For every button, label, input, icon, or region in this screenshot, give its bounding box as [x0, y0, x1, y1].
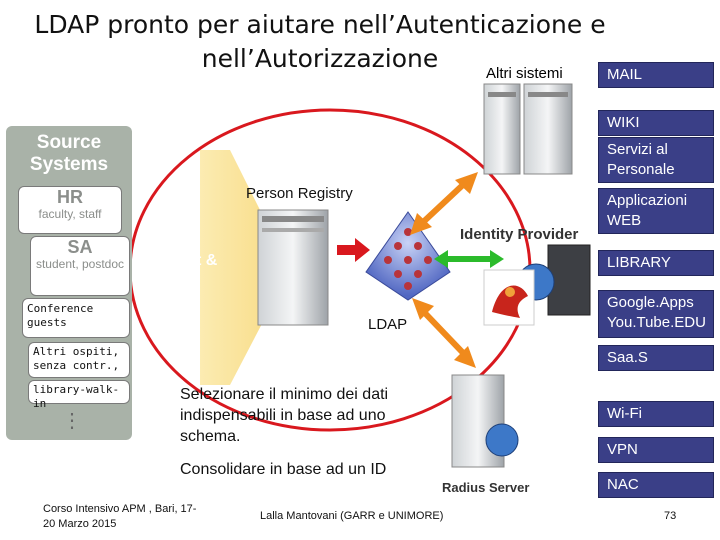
hr-heading: HR [57, 187, 83, 207]
altri-ospiti-box: Altri ospiti, senza contr., [28, 342, 130, 378]
instruction-text-2: Consolidare in base ad un ID [180, 461, 387, 478]
sa-subtitle: student, postdoc [35, 257, 125, 271]
library-walk-in-label: library-walk-in [33, 383, 120, 410]
page-number: 73 [664, 510, 677, 522]
service-youtube-edu: You.Tube.EDU [607, 314, 706, 331]
footer-author: Lalla Mantovani (GARR e UNIMORE) [260, 510, 444, 522]
service-google-apps: Google.Apps [607, 294, 694, 311]
radius-server-icon [451, 374, 519, 468]
library-walk-box: library-walk-in [28, 380, 130, 410]
service-nac: NAC [598, 472, 714, 498]
ldap-pyramid-icon [365, 211, 451, 301]
sa-heading: SA [67, 237, 93, 257]
title-line-2: nell’Autorizzazione [201, 44, 439, 73]
more-sources-icon: ⋮ [62, 410, 82, 432]
orange-arrow-up [410, 172, 478, 235]
red-arrow [337, 238, 370, 262]
source-systems-title: Source Systems [29, 132, 109, 175]
flow-arrow-shape [200, 150, 290, 385]
title-line-1: LDAP pronto per aiutare nell’Autenticazi… [34, 10, 606, 39]
service-applicazioni-web: Applicazioni WEB [598, 188, 714, 234]
hr-box: HR faculty, staff [18, 186, 122, 234]
service-wiki: WIKI [598, 110, 714, 136]
service-library: LIBRARY [598, 250, 714, 276]
identity-provider-label: Identity Provider [460, 226, 579, 243]
altri-sistemi-servers-icon [483, 83, 573, 175]
orange-arrow-down [412, 298, 476, 368]
sa-box: SA student, postdoc [30, 236, 130, 296]
service-google-youtube: Google.Apps You.Tube.EDU [598, 290, 714, 338]
altri-ospiti-label: Altri ospiti, senza contr., [33, 345, 120, 372]
service-saas: Saa.S [598, 345, 714, 371]
conference-box: Conference guests [22, 298, 130, 338]
footer-course: Corso Intensivo APM , Bari, 17-20 Marzo … [43, 503, 197, 530]
shibboleth-logo-icon [483, 269, 535, 326]
service-mail: MAIL [598, 62, 714, 88]
conference-guests-label: Conference guests [27, 302, 94, 329]
slide-title: LDAP pronto per aiutare nell’Autenticazi… [0, 8, 640, 76]
ldap-label: LDAP [368, 316, 408, 333]
hr-subtitle: faculty, staff [38, 207, 102, 221]
altri-sistemi-label: Altri sistemi [486, 65, 563, 82]
person-registry-label: Person Registry [246, 185, 353, 202]
person-registry-server-icon [257, 209, 329, 326]
service-servizi-personale: Servizi al Personale [598, 137, 714, 183]
radius-server-label: Radius Server [442, 480, 530, 495]
service-wifi: Wi-Fi [598, 401, 714, 427]
instruction-text-1: Selezionare il minimo dei dati indispens… [180, 386, 389, 445]
service-vpn: VPN [598, 437, 714, 463]
reflect-join-label: Reflect & Join [148, 252, 218, 289]
green-double-arrow [434, 250, 504, 268]
